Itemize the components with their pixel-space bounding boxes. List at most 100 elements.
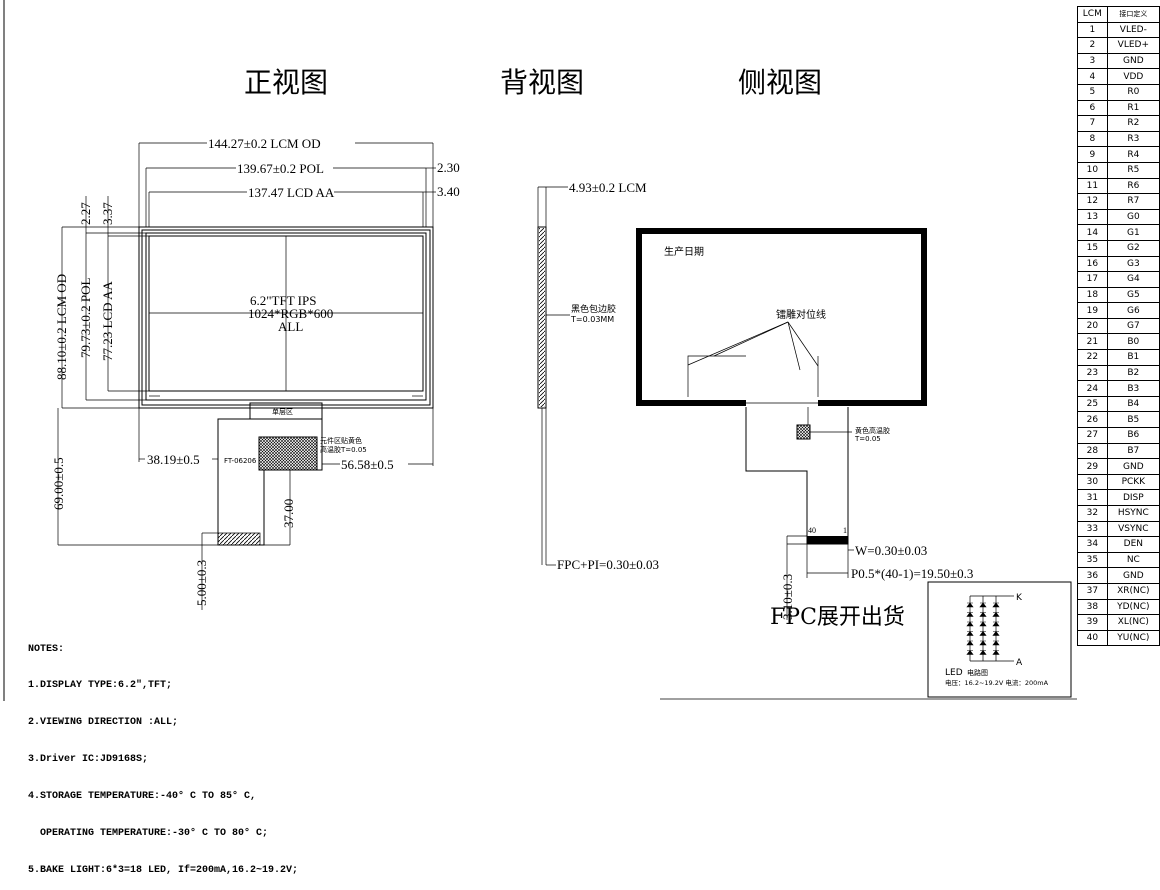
pin-signal: R5 bbox=[1106, 161, 1160, 179]
pin-signal: VLED- bbox=[1106, 21, 1160, 39]
note-6: 5.BAKE LIGHT:6*3=18 LED, If=200mA,16.2~1… bbox=[28, 864, 299, 876]
pin-signal: VLED+ bbox=[1106, 37, 1160, 54]
pin-number: 1 bbox=[1077, 21, 1108, 39]
pin-number: 39 bbox=[1077, 614, 1108, 631]
dim-v-lcm-od: 88.10±0.2 LCM OD bbox=[54, 274, 69, 380]
pin-signal: G0 bbox=[1106, 208, 1160, 226]
dim-3-37: 3.37 bbox=[100, 202, 115, 225]
pin-signal: G4 bbox=[1106, 271, 1160, 288]
pin-number: 12 bbox=[1077, 193, 1108, 210]
pin-number: 36 bbox=[1077, 567, 1108, 584]
note-4: 4.STORAGE TEMPERATURE:-40° C TO 85° C, bbox=[28, 791, 257, 803]
led-diode-icon bbox=[992, 612, 1000, 617]
dim-3-40: 3.40 bbox=[437, 184, 460, 199]
pin-signal: R3 bbox=[1106, 130, 1160, 148]
led-a-label: A bbox=[1016, 658, 1023, 668]
dim-lcd-aa: 137.47 LCD AA bbox=[248, 185, 335, 200]
lcm-outline bbox=[138, 226, 434, 409]
pin-signal: HSYNC bbox=[1106, 505, 1160, 522]
pin-signal: XR(NC) bbox=[1106, 582, 1160, 600]
pin-signal: YD(NC) bbox=[1106, 598, 1160, 616]
dim-37-00: 37.00 bbox=[281, 499, 296, 528]
black-edge-tape bbox=[539, 228, 545, 407]
led-diode-icon bbox=[979, 631, 987, 636]
pin-signal: B3 bbox=[1106, 380, 1160, 397]
pin-signal: DEN bbox=[1106, 536, 1160, 553]
pin-signal: B1 bbox=[1106, 349, 1160, 366]
dim-5-00: 5.00±0.3 bbox=[194, 560, 209, 606]
heading-fpc: FPC展开出货 bbox=[770, 605, 905, 630]
dim-38-19: 38.19±0.5 bbox=[147, 452, 200, 467]
pin-number: 6 bbox=[1077, 99, 1108, 117]
dim-2-30: 2.30 bbox=[437, 160, 460, 175]
pin-number: 19 bbox=[1077, 302, 1108, 319]
dim-2-27: 2.27 bbox=[78, 202, 93, 225]
led-diode-icon bbox=[966, 640, 974, 646]
pin-signal: VDD bbox=[1106, 68, 1160, 85]
pin-signal: PCKK bbox=[1106, 473, 1160, 491]
led-diode-icon bbox=[992, 631, 1000, 636]
pin-signal: R4 bbox=[1106, 146, 1160, 163]
dim-w: W=0.30±0.03 bbox=[855, 543, 927, 558]
note-5: OPERATING TEMPERATURE:-30° C TO 80° C; bbox=[28, 828, 269, 840]
pin-signal: DISP bbox=[1106, 489, 1160, 506]
pin-signal: R6 bbox=[1106, 177, 1160, 195]
pol-outline bbox=[145, 232, 427, 401]
dim-v-lcd-aa: 77.23 LCD AA bbox=[100, 281, 115, 361]
dim-56-58: 56.58±0.5 bbox=[341, 457, 394, 472]
fpc-single-layer bbox=[249, 402, 323, 420]
note-3: 3.Driver IC:JD9168S; bbox=[28, 754, 149, 766]
dim-69-00: 69.00±0.5 bbox=[51, 457, 66, 510]
fpc-gold-fingers bbox=[217, 532, 261, 546]
led-subtitle: 电路图 bbox=[967, 668, 988, 677]
pin-signal: R1 bbox=[1106, 99, 1160, 117]
panel-type-text: 6.2"TFT IPS bbox=[250, 293, 316, 308]
pin-signal: G7 bbox=[1106, 317, 1160, 335]
front-view: 6.2"TFT IPS 1024*RGB*600 ALL 144.27±0.2 … bbox=[51, 136, 460, 610]
led-circuit: K A LED 电路图 电压：16.2~19.2V 电流：200mA bbox=[927, 581, 1072, 698]
pin-signal: R2 bbox=[1106, 115, 1160, 132]
alignment-lines-label: 镭雕对位线 bbox=[776, 308, 826, 321]
pin-table-header: LCM 接口定义 bbox=[1077, 6, 1160, 23]
led-diode-icon bbox=[979, 640, 987, 646]
pin-number: 33 bbox=[1077, 520, 1108, 538]
led-diode-icon bbox=[992, 602, 1000, 608]
pin-number: 3 bbox=[1077, 52, 1108, 70]
pin-signal: YU(NC) bbox=[1106, 629, 1160, 647]
pin-number: 38 bbox=[1077, 598, 1108, 616]
pin-number: 35 bbox=[1077, 551, 1108, 569]
pin-number: 24 bbox=[1077, 380, 1108, 397]
pin-number: 25 bbox=[1077, 395, 1108, 413]
mechanical-drawing: 正视图 背视图 侧视图 FPC展开出货 6.2"TFT IPS 1024*RGB… bbox=[3, 0, 1077, 701]
pin-number: 27 bbox=[1077, 427, 1108, 444]
pin-number: 31 bbox=[1077, 489, 1108, 506]
pin-number: 28 bbox=[1077, 442, 1108, 460]
note-2: 2.VIEWING DIRECTION :ALL; bbox=[28, 717, 179, 729]
pin-signal: G3 bbox=[1106, 255, 1160, 273]
dim-fpc-pi: FPC+PI=0.30±0.03 bbox=[557, 557, 659, 572]
yellow-tape-label: 黄色高温胶 bbox=[855, 426, 890, 435]
component-note-1: 元件区贴黄色 bbox=[320, 436, 362, 445]
panel-viewing-text: ALL bbox=[278, 319, 303, 334]
pin-number: 14 bbox=[1077, 224, 1108, 241]
